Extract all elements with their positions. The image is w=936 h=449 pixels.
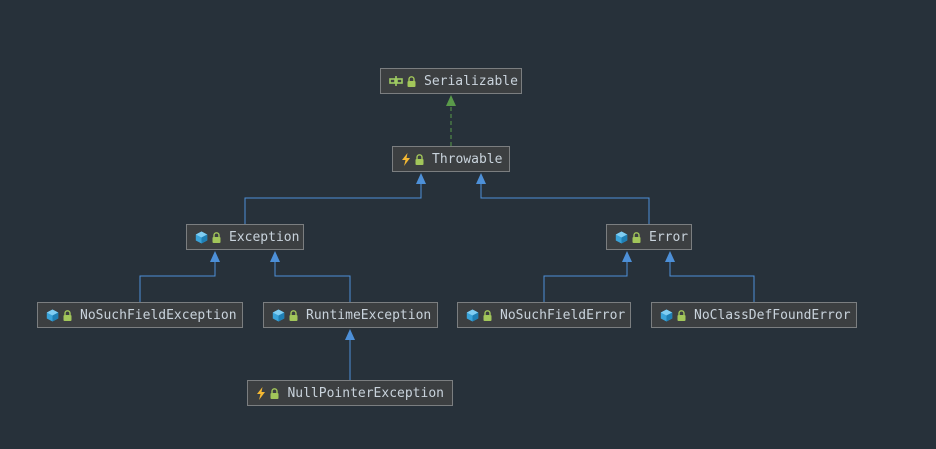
arrowhead-exception-right — [270, 251, 280, 262]
node-label: Serializable — [424, 73, 518, 89]
node-serializable[interactable]: Serializable — [380, 68, 522, 94]
node-label: NullPointerException — [287, 385, 444, 401]
exception-class-icon — [401, 152, 411, 166]
lock-icon — [289, 309, 298, 321]
interface-icon — [389, 74, 403, 88]
node-label: RuntimeException — [306, 307, 432, 323]
edge-error-extends-throwable — [480, 184, 650, 224]
node-nosuchfieldexception[interactable]: NoSuchFieldException — [37, 302, 243, 328]
class-icon — [466, 308, 479, 322]
lock-icon — [63, 309, 72, 321]
class-icon — [272, 308, 285, 322]
node-label: NoSuchFieldError — [500, 307, 626, 323]
lock-icon — [632, 231, 641, 243]
node-label: Exception — [229, 229, 300, 245]
lock-icon — [415, 153, 424, 165]
node-label: Throwable — [432, 151, 503, 167]
node-label: NoSuchFieldException — [80, 307, 237, 323]
node-noclassdeffounderror[interactable]: NoClassDefFoundError — [651, 302, 857, 328]
class-icon — [660, 308, 673, 322]
node-label: Error — [649, 229, 689, 245]
lock-icon — [483, 309, 492, 321]
node-error[interactable]: Error — [606, 224, 692, 250]
edge-nosuchfieldexception-extends-exception — [139, 262, 216, 302]
class-icon — [615, 230, 628, 244]
node-label: NoClassDefFoundError — [694, 307, 851, 323]
arrowhead-runtimeexception — [345, 329, 355, 340]
node-nosuchfielderror[interactable]: NoSuchFieldError — [457, 302, 631, 328]
lock-icon — [677, 309, 686, 321]
node-throwable[interactable]: Throwable — [392, 146, 510, 172]
edge-noclassdeffounderror-extends-error — [669, 262, 755, 302]
node-runtimeexception[interactable]: RuntimeException — [263, 302, 438, 328]
lock-icon — [212, 231, 221, 243]
lock-icon — [407, 75, 416, 87]
arrowhead-exception-left — [210, 251, 220, 262]
exception-class-icon — [256, 386, 266, 400]
arrowhead-error-left — [622, 251, 632, 262]
node-nullpointerexception[interactable]: NullPointerException — [247, 380, 453, 406]
lock-icon — [270, 387, 279, 399]
arrowhead-error-right — [665, 251, 675, 262]
node-exception[interactable]: Exception — [186, 224, 304, 250]
edge-nosuchfielderror-extends-error — [543, 262, 628, 302]
class-icon — [46, 308, 59, 322]
edge-exception-extends-throwable — [244, 184, 422, 224]
arrowhead-throwable-left — [416, 173, 426, 184]
edge-runtimeexception-extends-exception — [274, 262, 351, 302]
arrowhead-serializable — [446, 95, 456, 106]
class-icon — [195, 230, 208, 244]
arrowhead-throwable-right — [476, 173, 486, 184]
